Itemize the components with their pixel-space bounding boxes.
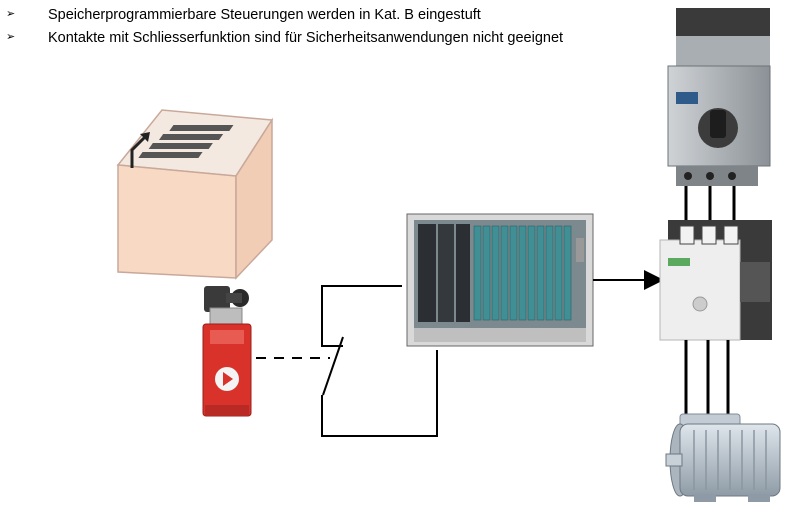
- motor-protector-icon: [667, 8, 771, 186]
- contactor-icon: [659, 220, 772, 341]
- power-wires-upper: [684, 186, 736, 224]
- arrow-bullet-icon: ➢: [6, 7, 16, 20]
- power-wires-lower: [684, 340, 730, 416]
- motor-icon: [665, 413, 781, 502]
- bullet-text-1: Speicherprogrammierbare Steuerungen werd…: [48, 7, 481, 23]
- position-switch-icon: [202, 286, 252, 417]
- normally-open-contact-icon: [256, 285, 438, 437]
- plc-icon: [406, 213, 594, 347]
- arrow-bullet-icon: ➢: [6, 30, 16, 43]
- guard-hood-icon: [116, 109, 274, 280]
- bullet-text-2: Kontakte mit Schliesserfunktion sind für…: [48, 30, 564, 46]
